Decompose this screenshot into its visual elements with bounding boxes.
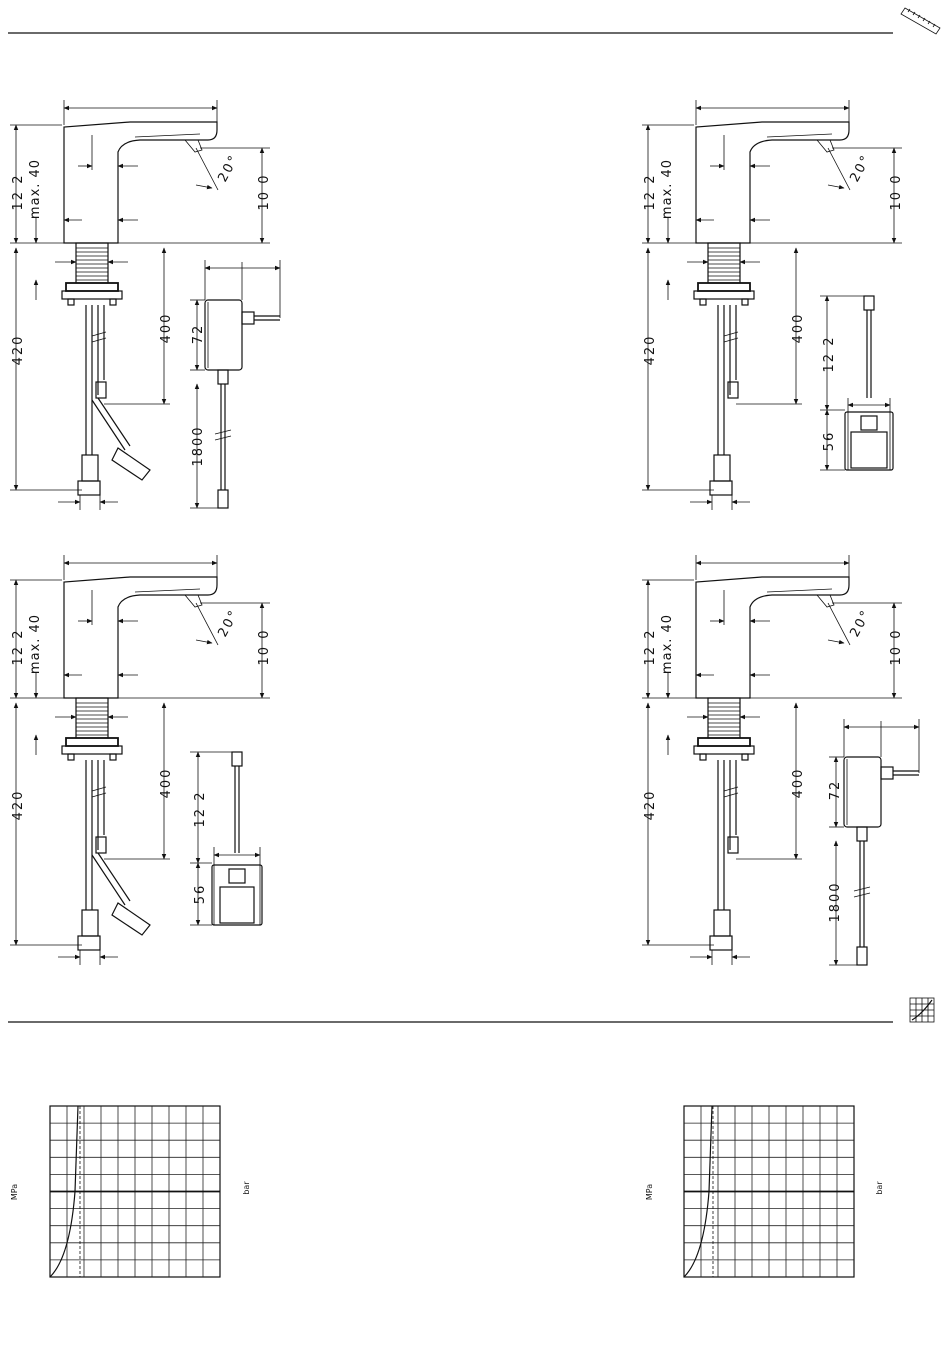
dim-max40-b2: max. 40 — [660, 159, 675, 219]
dim-420-b2: 420 — [643, 335, 658, 366]
dim-400-b4: 400 — [791, 768, 806, 799]
dim-400: 400 — [159, 313, 174, 344]
unit-bar-left: bar — [242, 1181, 251, 1195]
flow-chart-left — [50, 1106, 220, 1277]
dim-420-b4: 420 — [643, 790, 658, 821]
faucet-drawing-4 — [642, 555, 919, 965]
unit-mpa-left: MPa — [10, 1184, 19, 1200]
flow-chart-icon — [910, 998, 934, 1022]
dim-angle-20-b4: 20° — [847, 607, 874, 640]
flow-chart-right — [684, 1106, 854, 1277]
dim-angle-20-b3: 20° — [215, 607, 242, 640]
dim-max40: max. 40 — [28, 159, 43, 219]
dim-100-b2: 10 0 — [889, 174, 904, 211]
dim-1800: 1800 — [191, 425, 206, 466]
dim-400-b2: 400 — [791, 313, 806, 344]
dim-122b-b3: 12 2 — [193, 791, 208, 828]
dim-max40-b4: max. 40 — [660, 614, 675, 674]
unit-bar-right: bar — [875, 1181, 884, 1195]
dim-100-b3: 10 0 — [257, 629, 272, 666]
dim-56-b3: 56 — [193, 884, 208, 905]
unit-mpa-right: MPa — [645, 1184, 654, 1200]
dim-122-b4: 12 2 — [643, 629, 658, 666]
dim-100: 10 0 — [257, 174, 272, 211]
dim-420-b3: 420 — [11, 790, 26, 821]
dim-72-b4: 72 — [828, 780, 843, 801]
dim-122-b2: 12 2 — [643, 174, 658, 211]
dim-420: 420 — [11, 335, 26, 366]
dim-122-b3: 12 2 — [11, 629, 26, 666]
dim-56-b2: 56 — [822, 431, 837, 452]
dim-angle-20: 20° — [215, 152, 242, 185]
power-adapter-1 — [190, 260, 280, 508]
dim-angle-20-b2: 20° — [847, 152, 874, 185]
dim-100-b4: 10 0 — [889, 629, 904, 666]
dim-122b-b2: 12 2 — [822, 336, 837, 373]
dim-max40-b3: max. 40 — [28, 614, 43, 674]
dim-1800-b4: 1800 — [828, 881, 843, 922]
dim-72: 72 — [191, 324, 206, 345]
dim-122: 12 2 — [11, 174, 26, 211]
ruler-icon — [901, 8, 940, 34]
dim-400-b3: 400 — [159, 768, 174, 799]
